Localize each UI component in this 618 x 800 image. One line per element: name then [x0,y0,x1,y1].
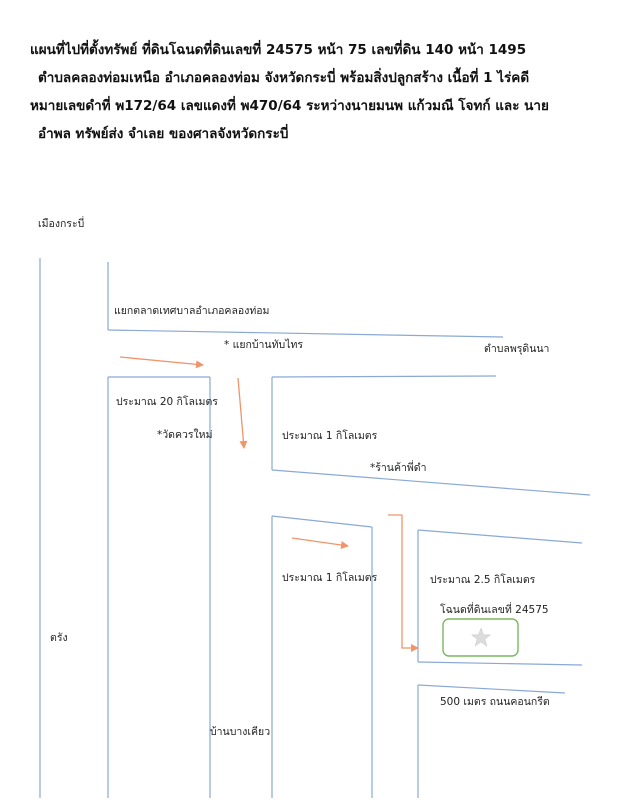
label-tambon-phru-din-na: ตำบลพรุดินนา [484,343,550,355]
road-block-d-bottom [417,661,583,666]
label-ban-bang-khiao: บ้านบางเคียว [210,726,271,738]
label-distance-2-5km: ประมาณ 2.5 กิโลเมตร [430,574,536,586]
title-line-3: หมายเลขดำที่ พ172/64 เลขแดงที่ พ470/64 ร… [30,98,549,114]
title-line-4: อำพล ทรัพย์ส่ง จำเลย ของศาลจังหวัดกระบี่ [38,126,289,142]
road-block-b-top [271,375,497,378]
title-line-2: ตำบลคลองท่อมเหนือ อำเภอคลองท่อม จังหวัดก… [38,70,530,86]
label-shop-phi-dam: *ร้านค้าพี่ดำ [370,462,427,474]
direction-arrow [291,537,349,549]
label-wat-khuan-mai: *วัดควรใหม่ [157,429,213,441]
road-block-e-top [417,684,566,694]
label-krabi-city: เมืองกระบี่ [38,218,85,230]
label-title-deed: โฉนดที่ดินเลขที่ 24575 [440,604,549,616]
direction-arrow [388,514,419,652]
road-block-b-diagonal [271,469,591,496]
road-block-c-top [271,515,373,528]
label-concrete-road: 500 เมตร ถนนคอนกรีต [440,696,550,708]
label-trang: ตรัง [50,632,68,644]
label-distance-1km-b: ประมาณ 1 กิโลเมตร [282,572,378,584]
direction-arrow [237,377,248,449]
road-block-d-top [417,529,583,544]
direction-arrow [119,356,204,369]
title-line-1: แผนที่ไปที่ตั้งทรัพย์ ที่ดินโฉนดที่ดินเล… [30,42,527,58]
label-distance-1km-a: ประมาณ 1 กิโลเมตร [282,430,378,442]
land-parcel-marker [442,618,519,657]
label-ban-thap-sai-junction: * แยกบ้านทับไทร [224,339,304,351]
star-icon [470,627,492,647]
label-municipal-market-intersection: แยกตลาดเทศบาลอำเภอคลองท่อม [114,305,270,317]
road-main-horizontal [107,329,504,338]
label-distance-20km: ประมาณ 20 กิโลเมตร [116,396,218,408]
document-title: แผนที่ไปที่ตั้งทรัพย์ ที่ดินโฉนดที่ดินเล… [30,36,590,148]
